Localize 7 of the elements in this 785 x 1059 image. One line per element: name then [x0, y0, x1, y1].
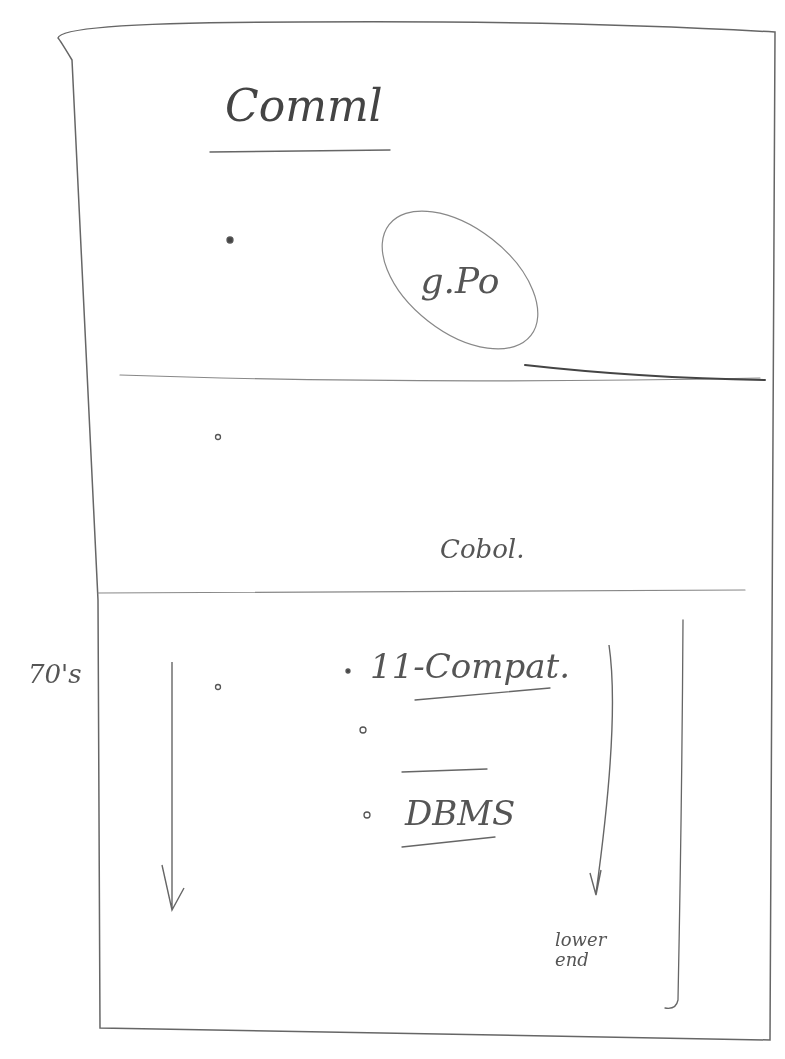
handwritten-note: lower end: [555, 930, 608, 970]
handwritten-note: g.Po: [420, 259, 500, 301]
handwritten-title: Comml: [225, 82, 383, 131]
handwritten-note: DBMS: [405, 795, 516, 833]
handwritten-note: Cobol.: [440, 535, 525, 564]
handwritten-note: 11-Compat.: [370, 648, 570, 686]
side-note: 70's: [28, 660, 82, 689]
